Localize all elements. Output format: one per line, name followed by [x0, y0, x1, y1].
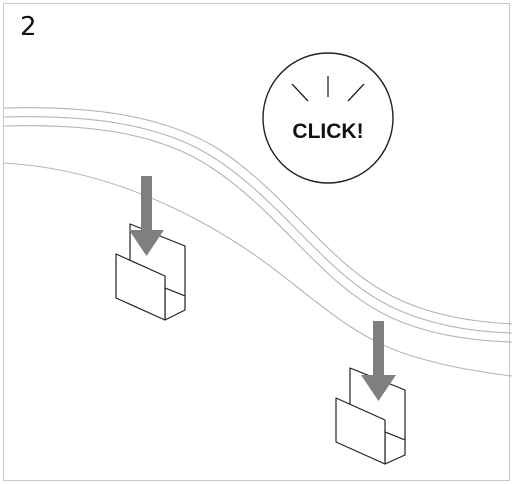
- click-callout: CLICK!: [262, 52, 394, 184]
- click-burst-line: [347, 83, 365, 102]
- arrow-shaft: [373, 321, 384, 377]
- cable-line: [3, 116, 513, 334]
- cable-line: [3, 107, 513, 325]
- cable-line: [3, 125, 513, 343]
- down-arrow-left: [129, 176, 164, 256]
- arrow-head: [129, 230, 164, 256]
- step-number: 2: [20, 12, 37, 42]
- click-burst-line: [291, 83, 309, 102]
- callout-circle: [262, 52, 394, 184]
- cable-lines: [3, 107, 513, 377]
- arrow-head: [361, 375, 396, 401]
- arrow-shaft: [141, 176, 152, 232]
- panel-frame: [3, 3, 510, 481]
- cable-line: [3, 162, 513, 377]
- clip-front-panel: [115, 253, 166, 321]
- down-arrow-right: [361, 321, 396, 401]
- cable-clip-right: [335, 367, 406, 465]
- clip-front-panel: [335, 397, 386, 465]
- click-label: CLICK!: [292, 120, 363, 143]
